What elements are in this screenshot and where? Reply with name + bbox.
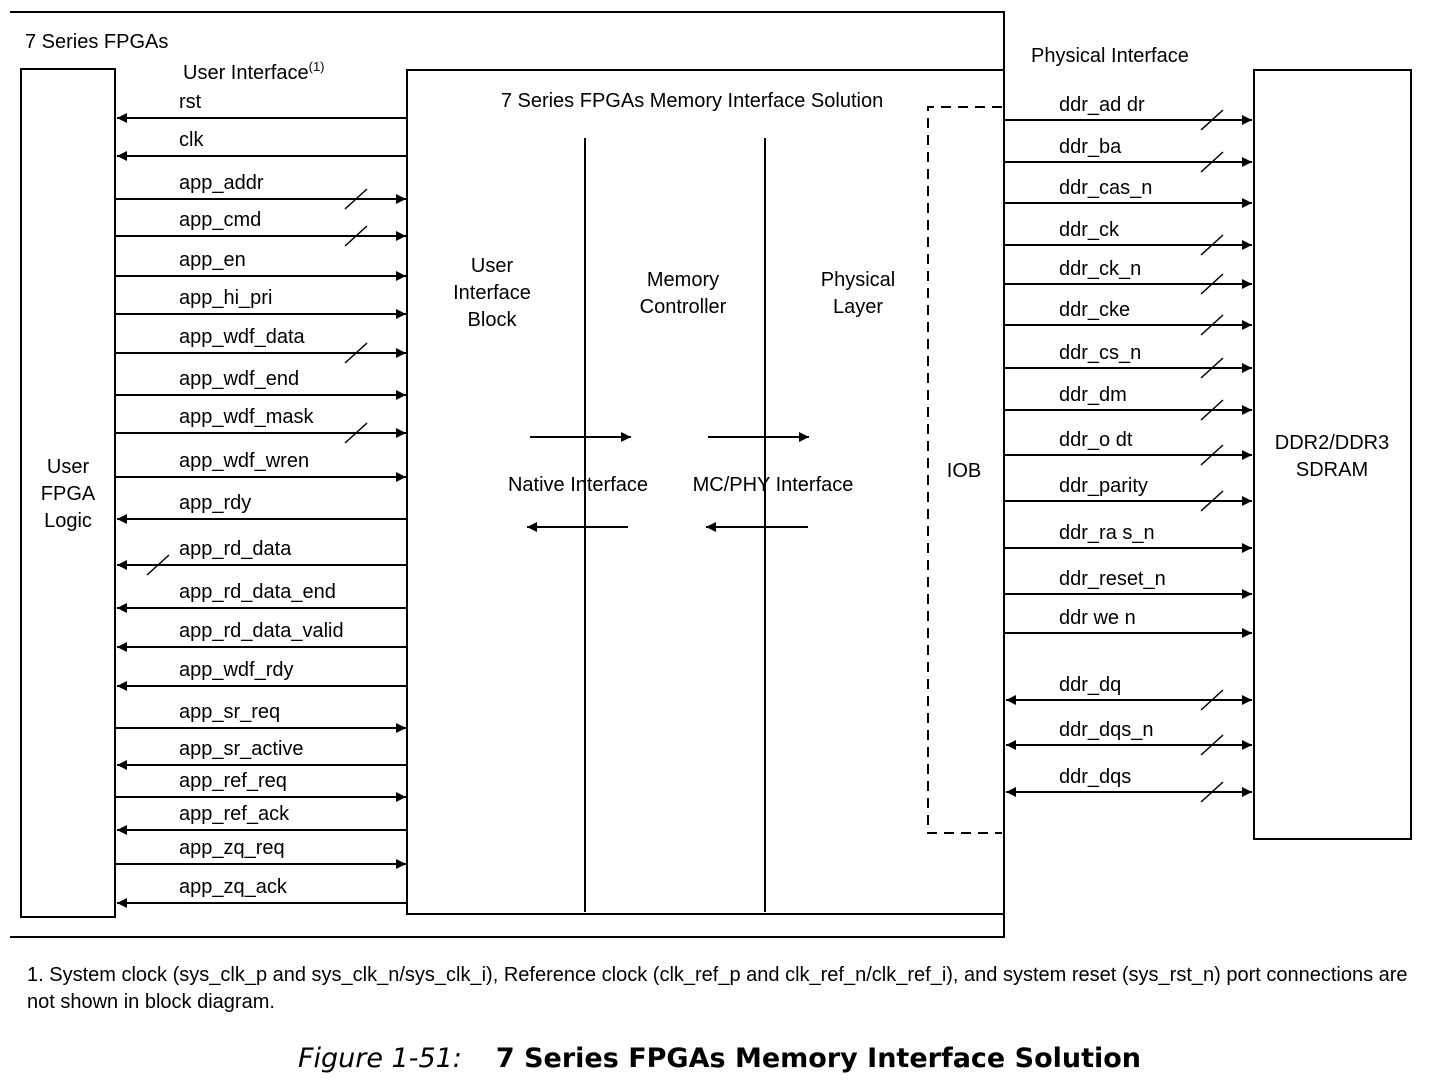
signal-label-app-ref-req: app_ref_req [179, 770, 287, 792]
signal-label-app-en: app_en [179, 249, 246, 271]
bus-slash-ddr-o-dt [1200, 444, 1224, 466]
iob-box [927, 106, 1002, 834]
mc-label-1: Memory [647, 269, 719, 291]
bus-slash-ddr-cs-n [1200, 357, 1224, 379]
signal-label-clk: clk [179, 129, 204, 151]
signal-label-ddr-ad-dr: ddr_ad dr [1059, 94, 1145, 116]
physical-interface-signals: ddr_ad dr ddr_ba ddr_cas_n ddr_ck ddr_ck_ndd… [1004, 94, 1252, 803]
signal-label-app-rd-data: app_rd_data [179, 538, 292, 560]
signal-label-app-rdy: app_rdy [179, 492, 251, 514]
signal-label-ddr-dqs-n: ddr_dqs_n [1059, 719, 1154, 741]
figure-number: Figure 1-51: [297, 1043, 462, 1074]
signal-label-app-addr: app_addr [179, 172, 264, 194]
bus-slash-app-wdf-mask [344, 422, 368, 444]
signal-label-app-wdf-rdy: app_wdf_rdy [179, 659, 294, 681]
sdram-label-1: DDR2/DDR3 [1275, 432, 1389, 454]
native-interface-label: Native Interface [508, 474, 648, 496]
signal-label-app-zq-ack: app_zq_ack [179, 876, 288, 898]
signal-label-app-ref-ack: app_ref_ack [179, 803, 290, 825]
phy-label-2: Layer [833, 296, 883, 318]
signal-label-ddr-o-dt: ddr_o dt [1059, 429, 1133, 451]
bus-slash-ddr-dm [1200, 399, 1224, 421]
ui-block-label-1: User [471, 255, 514, 277]
user-fpga-logic-box [20, 68, 116, 918]
sdram-box [1253, 69, 1412, 840]
signal-label-app-sr-active: app_sr_active [179, 738, 304, 760]
mis-box [406, 69, 1005, 915]
bus-slash-app-cmd [344, 225, 368, 247]
bus-slash-ddr-ad-dr [1200, 109, 1224, 131]
signal-label-app-hi-pri: app_hi_pri [179, 287, 272, 309]
bus-slash-app-addr [344, 188, 368, 210]
signal-label-ddr-cke: ddr_cke [1059, 299, 1130, 321]
signal-label-app-wdf-data: app_wdf_data [179, 326, 306, 348]
user-logic-label-3: Logic [44, 510, 92, 532]
signal-label-ddr-ck-n: ddr_ck_n [1059, 258, 1141, 280]
physical-interface-label: Physical Interface [1031, 45, 1189, 67]
user-logic-label-1: User [47, 456, 90, 478]
signal-label-rst: rst [179, 91, 202, 113]
signal-label-ddr-we-n: ddr we n [1059, 607, 1136, 629]
user-interface-text: User Interface [183, 62, 309, 84]
bus-slash-ddr-ba [1200, 151, 1224, 173]
bus-slash-ddr-dqs [1200, 781, 1224, 803]
signal-label-ddr-cs-n: ddr_cs_n [1059, 342, 1141, 364]
signal-label-app-wdf-mask: app_wdf_mask [179, 406, 315, 428]
bus-slash-app-rd-data [146, 554, 170, 576]
ui-block-label-2: Interface [453, 282, 531, 304]
figure-title: 7 Series FPGAs Memory Interface Solution [495, 1043, 1142, 1074]
user-interface-signals: rst clk app_addr app_cmd app_en app_hi_priapp… [115, 91, 406, 908]
signal-label-ddr-ck: ddr_ck [1059, 219, 1120, 241]
bus-slash-ddr-parity [1200, 490, 1224, 512]
signal-label-ddr-ba: ddr_ba [1059, 136, 1122, 158]
signal-label-ddr-parity: ddr_parity [1059, 475, 1148, 497]
fpga-title: 7 Series FPGAs [25, 31, 168, 53]
signal-label-ddr-cas-n: ddr_cas_n [1059, 177, 1152, 199]
signal-label-ddr-ra-s-n: ddr_ra s_n [1059, 522, 1155, 544]
bus-slash-ddr-ck [1200, 234, 1224, 256]
ui-block-label-3: Block [468, 309, 518, 331]
bus-slash-ddr-dq [1200, 689, 1224, 711]
signal-label-ddr-dq: ddr_dq [1059, 674, 1121, 696]
signal-label-ddr-dm: ddr_dm [1059, 384, 1127, 406]
footnote: 1. System clock (sys_clk_p and sys_clk_n… [27, 964, 1408, 1013]
user-interface-label: User Interface(1) [183, 59, 325, 84]
signal-label-ddr-reset-n: ddr_reset_n [1059, 568, 1166, 590]
bus-slash-ddr-cke [1200, 314, 1224, 336]
user-logic-label-2: FPGA [41, 483, 96, 505]
sdram-label-2: SDRAM [1296, 459, 1368, 481]
phy-label-1: Physical [821, 269, 895, 291]
mc-phy-interface-label: MC/PHY Interface [693, 474, 854, 496]
signal-label-app-wdf-end: app_wdf_end [179, 368, 299, 390]
signal-label-ddr-dqs: ddr_dqs [1059, 766, 1131, 788]
bus-slash-ddr-ck-n [1200, 273, 1224, 295]
mis-title: 7 Series FPGAs Memory Interface Solution [501, 90, 883, 112]
signal-label-app-rd-data-end: app_rd_data_end [179, 581, 336, 603]
signal-label-app-wdf-wren: app_wdf_wren [179, 450, 309, 472]
figure-caption: Figure 1-51: 7 Series FPGAs Memory Interf… [0, 1043, 1439, 1074]
signal-label-app-sr-req: app_sr_req [179, 701, 280, 723]
iob-label: IOB [947, 460, 981, 482]
mc-label-2: Controller [640, 296, 727, 318]
signal-label-app-zq-req: app_zq_req [179, 837, 285, 859]
signal-label-app-cmd: app_cmd [179, 209, 261, 231]
bus-slash-ddr-dqs-n [1200, 734, 1224, 756]
user-interface-footnote-ref: (1) [309, 59, 325, 74]
signal-label-app-rd-data-valid: app_rd_data_valid [179, 620, 344, 642]
bus-slash-app-wdf-data [344, 342, 368, 364]
